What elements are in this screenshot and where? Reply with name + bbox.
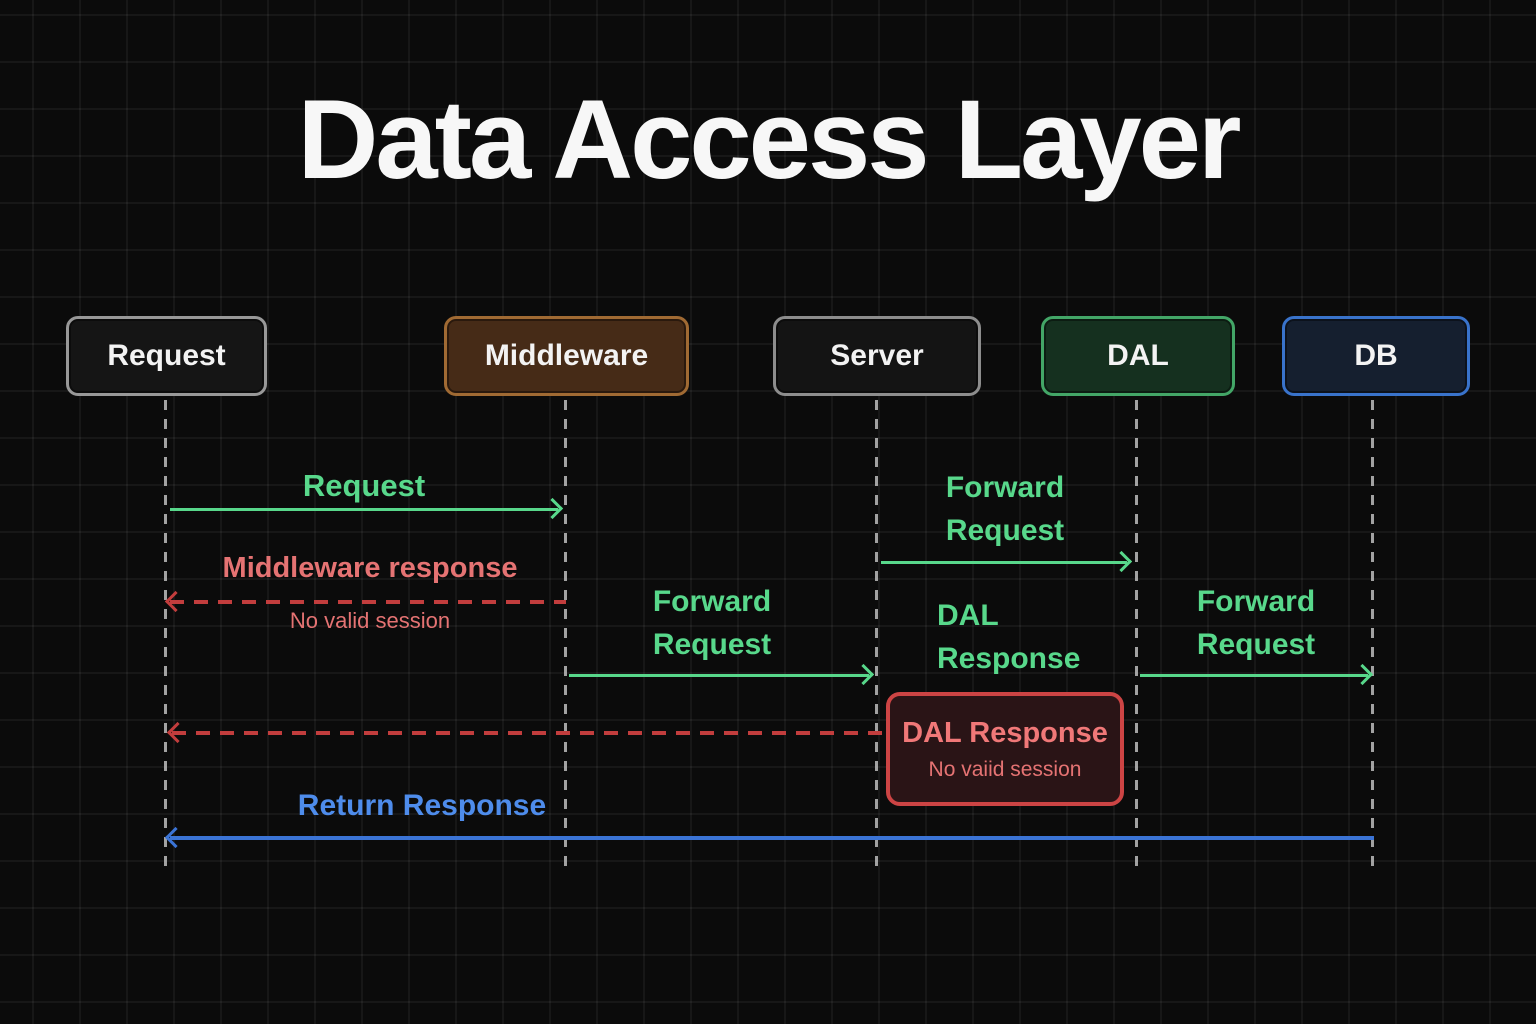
- arrow-line: [172, 731, 884, 735]
- actor-label-middleware: Middleware: [484, 339, 649, 372]
- note-box-subtitle: No vaiid session: [928, 757, 1082, 781]
- message-label-dal-response: DAL Response: [937, 599, 1081, 675]
- message-label-forward-request-3: Forward Request: [1196, 585, 1316, 661]
- arrow-line: [170, 508, 558, 511]
- actor-label-server: Server: [830, 339, 924, 372]
- diagram-title: Data Access Layer: [297, 77, 1241, 202]
- arrow-line: [1140, 674, 1368, 677]
- message-label-request: Request: [302, 468, 426, 503]
- arrow-line: [170, 600, 566, 604]
- actor-box-request: Request: [66, 316, 267, 396]
- lifeline-db: [1371, 400, 1374, 870]
- message-label-forward-request-2: Forward Request: [945, 471, 1065, 547]
- note-box-dal-response: DAL Response No vaiid session: [886, 692, 1124, 806]
- arrowhead-left-icon: [166, 721, 189, 744]
- message-label-middleware-response: Middleware response: [222, 552, 518, 584]
- lifeline-server: [875, 400, 878, 870]
- arrowhead-right-icon: [1110, 550, 1133, 573]
- actor-label-dal: DAL: [1107, 339, 1169, 372]
- arrow-line: [569, 674, 869, 677]
- arrowhead-right-icon: [1351, 663, 1374, 686]
- actor-box-server: Server: [773, 316, 981, 396]
- actor-box-dal: DAL: [1041, 316, 1235, 396]
- message-note-no-valid-session: No valid session: [289, 608, 451, 633]
- lifeline-dal: [1135, 400, 1138, 870]
- actor-label-db: DB: [1354, 339, 1398, 372]
- message-label-return-response: Return Response: [297, 789, 547, 822]
- actor-label-request: Request: [107, 339, 226, 372]
- arrow-line: [170, 836, 1374, 840]
- lifeline-request: [164, 400, 167, 870]
- lifeline-middleware: [564, 400, 567, 870]
- arrow-line: [881, 561, 1127, 564]
- actor-box-db: DB: [1282, 316, 1470, 396]
- actor-box-middleware: Middleware: [444, 316, 689, 396]
- arrowhead-right-icon: [852, 663, 875, 686]
- note-box-title: DAL Response: [902, 716, 1108, 749]
- message-label-forward-request-1: Forward Request: [652, 585, 772, 661]
- arrowhead-left-icon: [164, 826, 187, 849]
